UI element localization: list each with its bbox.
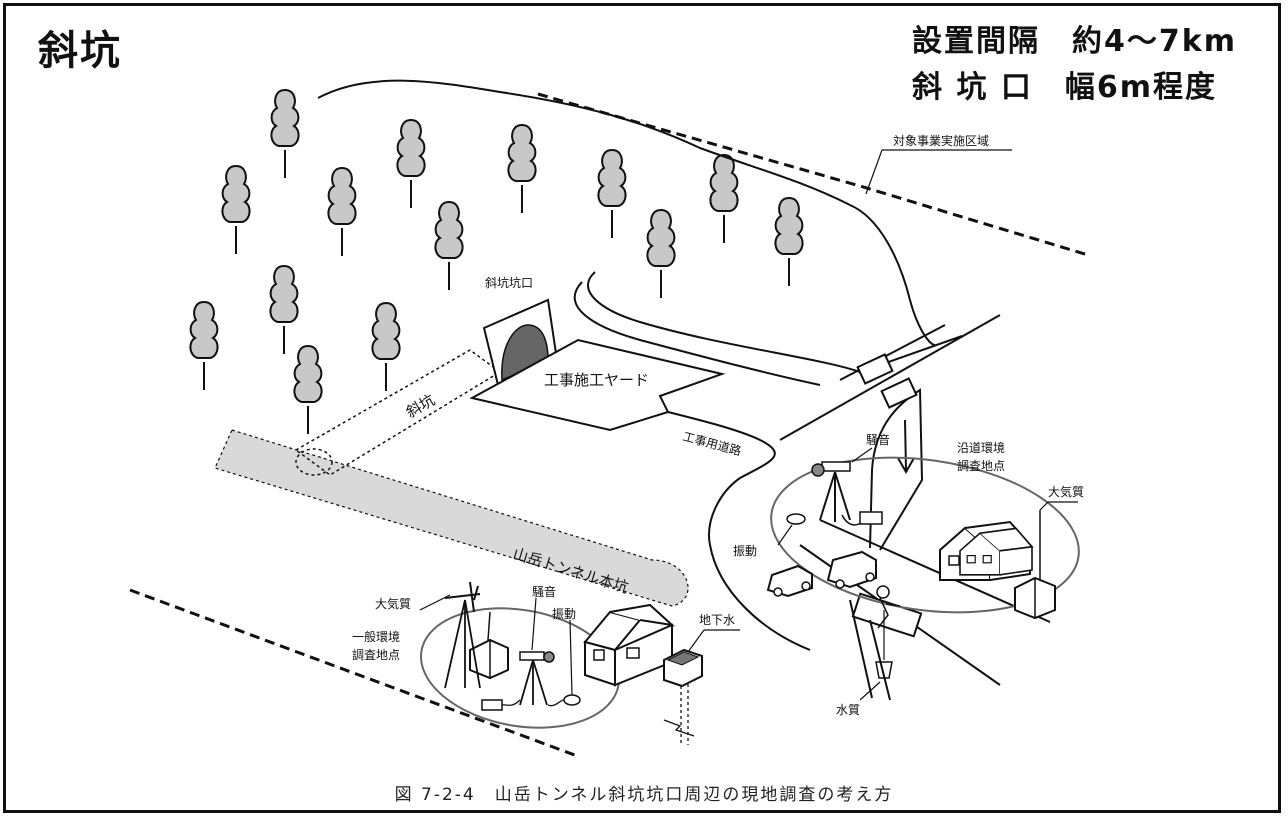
label-roadside-survey-1: 沿道環境 [957,440,1005,455]
label-roadside-survey-2: 調査地点 [957,459,1005,473]
car-2 [826,550,877,589]
groundwater-well [663,648,703,745]
roadside-noise-meter [811,461,883,526]
general-noise-meter [481,651,555,711]
main-tunnel [214,429,689,607]
general-survey-area [420,607,620,729]
work-yard [469,338,726,432]
label-water-quality: 水質 [836,702,860,717]
project-area-boundary-bottom [129,588,581,759]
label-shaft: 斜坑 [403,391,438,422]
label-general-noise: 騒音 [532,584,556,599]
label-work-yard: 工事施工ヤード [544,371,649,389]
page-title: 斜坑 [38,28,122,74]
car-1 [766,564,813,598]
figure-caption: 図 7-2-4 山岳トンネル斜坑坑口周辺の現地調査の考え方 [394,785,894,805]
roadside-survey-area [770,456,1080,614]
label-general-vibration: 振動 [552,607,576,621]
label-construction-road: 工事用道路 [681,428,743,458]
construction-road-left [587,271,861,373]
shaft [294,349,502,476]
main-road-upper [839,324,946,381]
general-air-sampler [444,581,509,689]
label-general-survey-2: 調査地点 [352,648,400,662]
label-general-air: 大気質 [375,596,411,611]
roadside-vibration-sensor [786,513,806,525]
label-project-area: 対象事業実施区域 [893,133,989,148]
label-general-survey-1: 一般環境 [352,629,400,644]
construction-road-right [573,281,821,386]
general-house [583,603,676,687]
roadside-air-sampler [1014,501,1056,620]
label-roadside-air: 大気質 [1048,484,1084,499]
hill-outline [317,79,936,346]
general-vibration-sensor [547,694,581,707]
water-sampling-person [849,585,901,701]
spec-portal-width: 斜 坑 口 幅6m程度 [912,70,1218,105]
label-roadside-noise: 騒音 [866,432,890,447]
spec-interval: 設置間隔 約4～7km [912,24,1237,59]
label-shaft-portal: 斜坑坑口 [485,275,533,290]
label-groundwater: 地下水 [699,613,735,627]
label-roadside-vibration: 振動 [733,544,757,558]
